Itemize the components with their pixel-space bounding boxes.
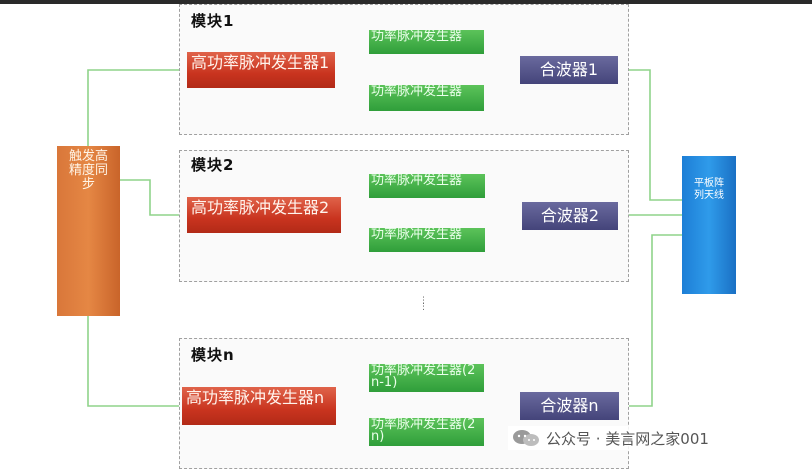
more-modules-ellipsis: ⋮⋮ <box>419 296 428 312</box>
pulse-generator-1b: 功率脉冲发生器 <box>369 85 484 111</box>
pulse-generator-2b: 功率脉冲发生器 <box>369 228 485 252</box>
trigger-sync-block: 触发高精度同步 <box>57 146 120 316</box>
flat-panel-antenna: 平板阵列天线 <box>682 156 736 294</box>
combiner-2: 合波器2 <box>522 202 618 230</box>
combiner-1: 合波器1 <box>520 56 618 84</box>
wire-trigger-hp2 <box>120 179 187 216</box>
wechat-icon <box>512 429 540 447</box>
wire-trigger-hpn <box>87 316 182 407</box>
pulse-generator-nb: 功率脉冲发生器(2n) <box>369 418 484 446</box>
module-n-title: 模块n <box>191 346 235 364</box>
hp-generator-2: 高功率脉冲发生器2 <box>187 197 341 233</box>
combiner-n: 合波器n <box>520 392 619 420</box>
module-1-title: 模块1 <box>191 12 235 30</box>
top-border <box>0 0 812 4</box>
pulse-generator-na: 功率脉冲发生器(2n-1) <box>369 364 484 392</box>
pulse-generator-2a: 功率脉冲发生器 <box>369 174 485 198</box>
watermark: 公众号 · 美言网之家001 <box>508 426 713 450</box>
module-2-title: 模块2 <box>191 156 235 174</box>
hp-generator-1: 高功率脉冲发生器1 <box>187 52 335 88</box>
watermark-text: 公众号 · 美言网之家001 <box>546 429 709 448</box>
pulse-generator-1a: 功率脉冲发生器 <box>369 30 484 54</box>
wire-m1-to-antenna <box>618 69 682 201</box>
wire-mn-to-antenna <box>619 234 682 407</box>
wire-trigger-hp1 <box>87 69 187 146</box>
hp-generator-n: 高功率脉冲发生器n <box>182 387 336 425</box>
